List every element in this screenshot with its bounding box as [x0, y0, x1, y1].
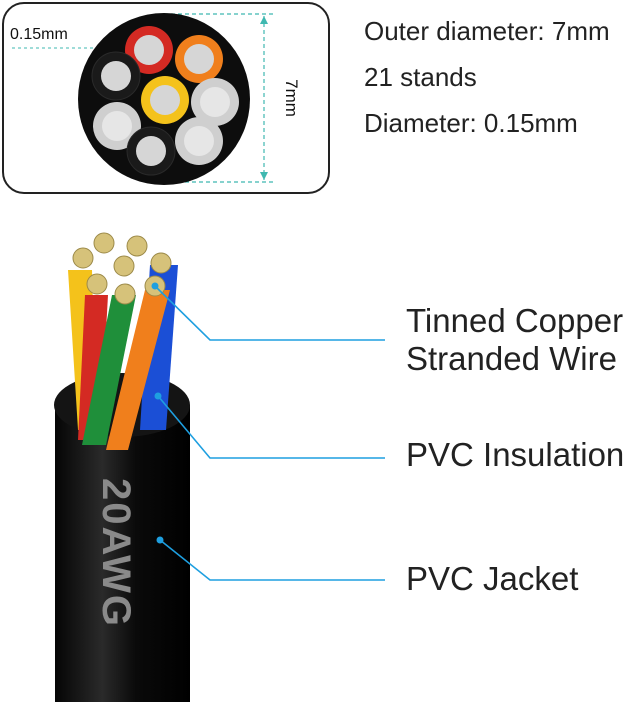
- strand-diameter-label: 0.15mm: [10, 26, 68, 43]
- cross-section-inset: 0.15mm 7mm: [2, 2, 330, 194]
- label-pvc-jacket: PVC Jacket: [406, 560, 579, 597]
- spec-strand-diameter: Diameter: 0.15mm: [364, 108, 578, 138]
- conductor-red: [125, 26, 173, 74]
- cross-section-diagram: [12, 13, 274, 185]
- leader-lines: [154, 285, 385, 581]
- cable-print-text: 20AWG: [94, 478, 138, 628]
- dimension-arrow-top: [260, 16, 268, 24]
- conductor-orange: [175, 35, 223, 83]
- conductor-yellow: [141, 76, 189, 124]
- leader-dots: [151, 282, 164, 544]
- dimension-arrow-bottom: [260, 172, 268, 180]
- conductor-white-left: [93, 102, 141, 150]
- conductor-black-left: [91, 51, 141, 101]
- leader-jacket: [159, 539, 385, 581]
- conductor-white-right: [191, 78, 239, 126]
- wire-green: [82, 295, 136, 445]
- label-stranded-wire: Stranded Wire: [406, 340, 617, 377]
- cable-jacket: [55, 387, 190, 702]
- spec-strands: 21 stands: [364, 62, 477, 92]
- wire-orange: [106, 290, 170, 450]
- copper-strand-ends: [72, 232, 172, 305]
- conductor-black-bottom: [126, 126, 176, 176]
- leader-insulation: [157, 395, 385, 459]
- spec-outer-diameter: Outer diameter: 7mm: [364, 16, 610, 46]
- label-tinned-copper: Tinned Copper: [406, 302, 624, 339]
- label-pvc-insulation: PVC Insulation: [406, 436, 625, 473]
- leader-copper: [154, 285, 385, 341]
- conductor-white-lower: [175, 117, 223, 165]
